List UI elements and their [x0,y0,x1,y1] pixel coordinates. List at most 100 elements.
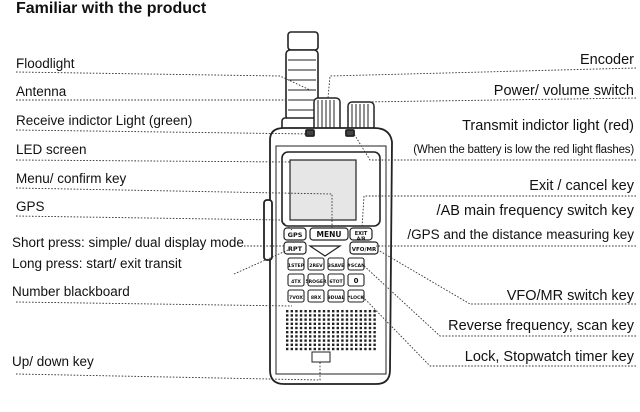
grille-dot [286,318,289,321]
grille-dot [350,310,353,313]
gps-key-text: GPS [288,231,303,239]
grille-dot [368,310,372,313]
grille-dot [373,343,376,346]
grille-dot [332,326,335,330]
key-8: 8RX [311,295,322,301]
grille-dot [332,331,335,334]
grille-dot [318,318,321,321]
grille-dot [359,339,362,342]
grille-dot [373,335,376,338]
leader-number [15,301,293,307]
key-1: 1STEP [288,263,305,269]
grille-dot [309,326,312,330]
grille-dot [327,310,330,313]
grille-dot [364,339,367,342]
grille-dot [322,326,326,330]
grille-dot [322,347,326,351]
grille-dot [350,347,353,351]
grille-dot [373,310,376,313]
grille-dot [336,318,339,321]
grille-dot [359,310,362,313]
grille-dot [345,331,349,334]
grille-dot [286,310,289,313]
grille-dot [368,343,372,346]
grille-dot [364,322,367,325]
grille-dot [368,326,372,330]
grille-dot [304,322,307,325]
grille-dot [286,343,289,346]
exit-sub-text: A/B [357,236,366,242]
label-power-volume: Power/ volume switch [493,83,634,99]
key-7: 7VOX [289,295,303,301]
grille-dot [359,343,362,346]
grille-dot [299,343,303,346]
grille-dot [364,318,367,321]
grille-dot [295,326,298,330]
grille-dot [318,339,321,342]
leader-transmit [353,133,636,161]
grille-dot [355,343,358,346]
label-ab-switch: /AB main frequency switch key [436,203,634,219]
grille-dot [299,339,303,342]
grille-dot [368,347,372,351]
grille-dot [299,326,303,330]
grille-dot [327,347,330,351]
grille-dot [295,331,298,334]
grille-dot [327,335,330,338]
grille-dot [355,310,358,313]
label-up-down-key: Up/ down key [12,354,94,369]
grille-dot [322,343,326,346]
grille-dot [345,310,349,313]
grille-dot [286,322,289,325]
grille-dot [322,318,326,321]
grille-dot [313,314,316,317]
label-gps-distance: /GPS and the distance measuring key [407,227,634,242]
leader-encoder [327,67,637,99]
grille-dot [304,331,307,334]
leader-led [15,159,291,163]
key-star: *LOCK [348,295,364,301]
key-0: 0 [354,277,359,285]
grille-dot [336,326,339,330]
grille-dot [336,310,339,313]
grille-dot [332,322,335,325]
leader-floodlight [15,71,311,91]
led-screen-shape [281,151,381,227]
grille-dot [364,326,367,330]
diagram-title: Familiar with the product [16,0,207,17]
key-6: 6TOT [329,279,343,285]
grille-dot [313,347,316,351]
grille-dot [350,318,353,321]
encoder-knob [313,97,341,133]
grille-dot [355,335,358,338]
leader-lines [15,67,637,381]
grille-dot [322,322,326,325]
grille-dot [327,331,330,334]
grille-dot [359,318,362,321]
grille-dot [364,310,367,313]
grille-dot [336,322,339,325]
leader-power [361,97,637,103]
label-reverse-freq: Reverse frequency, scan key [448,318,634,334]
grille-dot [345,335,349,338]
label-long-press: Long press: start/ exit transit [12,256,182,271]
grille-dot [299,331,303,334]
grille-dot [309,335,312,338]
rpt-key-text: RPT [288,245,303,253]
grille-dot [345,322,349,325]
grille-dot [286,347,289,351]
grille-dot [304,343,307,346]
grille-dot [309,343,312,346]
label-lock-stopwatch: Lock, Stopwatch timer key [464,349,634,365]
grille-dot [355,347,358,351]
exit-key-text: EXIT [355,231,368,237]
key-hash: #SCAN [347,263,365,269]
grille-dot [304,339,307,342]
grille-dot [332,335,335,338]
leader-gps [15,215,293,231]
grille-dot [318,347,321,351]
grille-dot [304,314,307,317]
grille-dot [309,322,312,325]
label-short-press: Short press: simple/ dual display mode [12,235,244,250]
grille-dot [364,314,367,317]
